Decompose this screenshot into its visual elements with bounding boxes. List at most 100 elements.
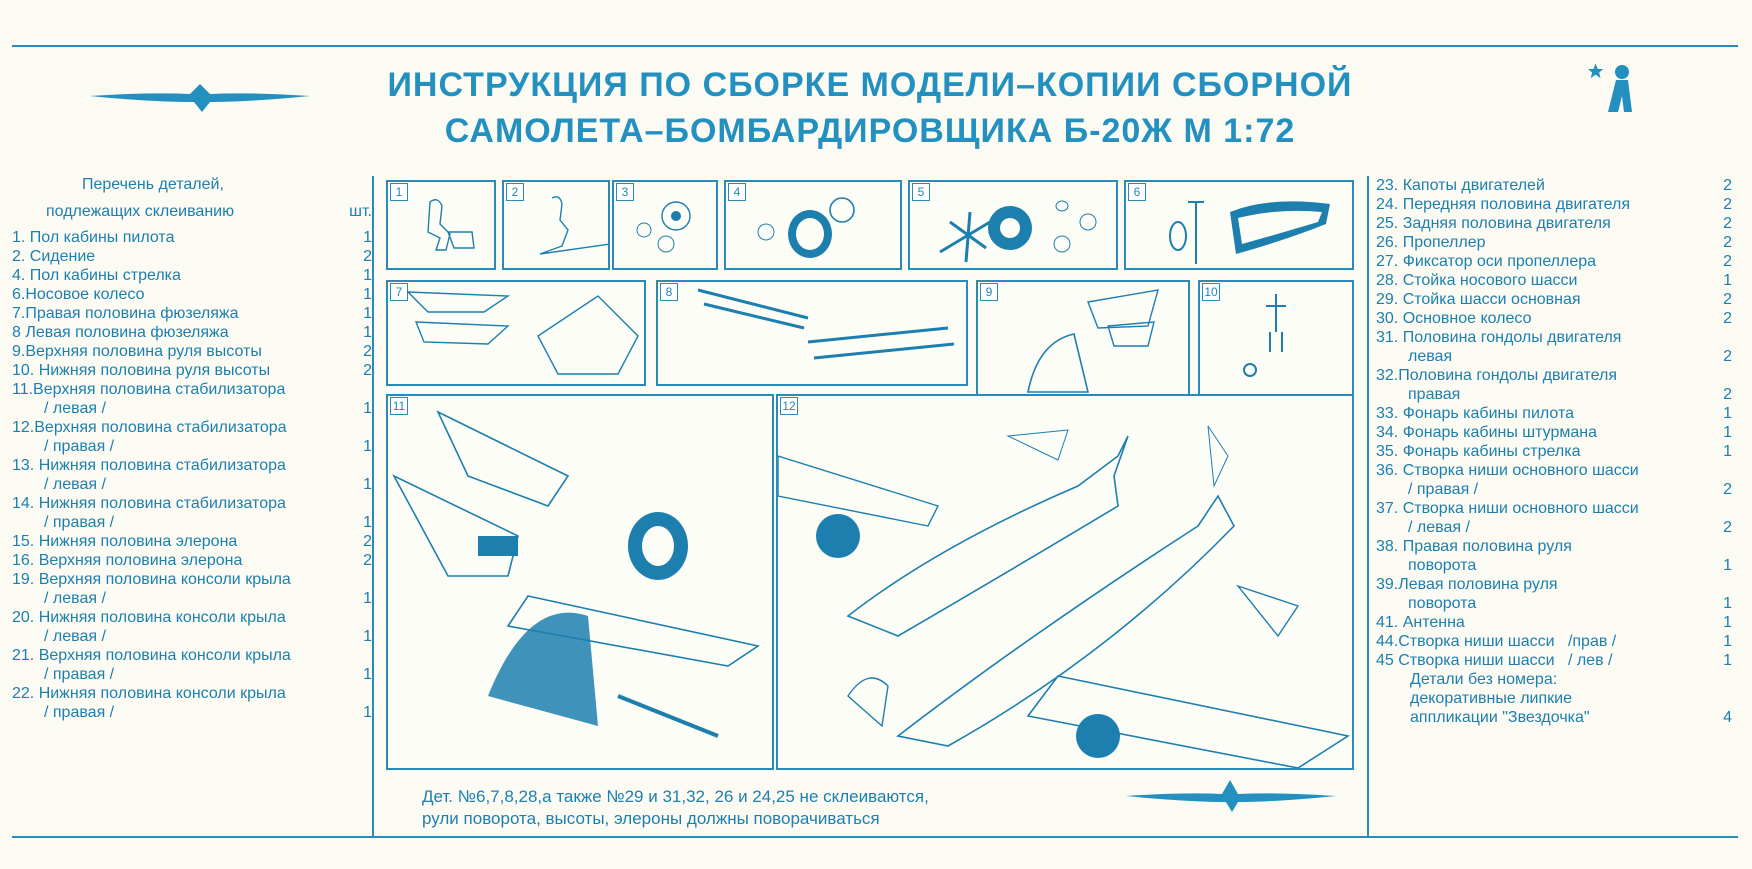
list-item-continuation: / левая /1 (12, 627, 372, 646)
part-qty: 2 (1723, 386, 1732, 403)
part-qty: 1 (363, 628, 372, 645)
part-label: 2. Сидение (12, 248, 96, 265)
list-item: 22. Нижняя половина консоли крыла/ права… (12, 684, 372, 722)
part-label: 8 Левая половина фюзеляжа (12, 324, 229, 341)
list-item-continuation: / правая /1 (12, 665, 372, 684)
list-item-continuation: / левая /2 (1376, 518, 1732, 537)
part-label: 37. Створка ниши основного шасси (1376, 500, 1639, 517)
list-item: 4. Пол кабины стрелка 1 (12, 266, 372, 285)
part-qty: 2 (1723, 253, 1732, 270)
nose-gear-icon (1243, 294, 1286, 377)
part-qty: 2 (363, 533, 372, 550)
part-label-continuation: / левая / (44, 590, 106, 607)
panel-number: 1 (390, 183, 408, 201)
list-item: 36. Створка ниши основного шасси/ правая… (1376, 461, 1732, 499)
panel-number: 12 (780, 397, 798, 415)
panel-5: 5 (908, 180, 1118, 270)
part-label: 21. Верхняя половина консоли крыла (12, 647, 291, 664)
part-qty: 1 (363, 229, 372, 246)
part-qty: 2 (1723, 234, 1732, 251)
panel-2: 2 (502, 180, 610, 270)
part-qty: 1 (1723, 652, 1732, 669)
top-rule (12, 45, 1738, 47)
left-items: 1. Пол кабины пилота 1 2. Сидение 2 4. Пол к… (12, 228, 372, 722)
part-label: 35. Фонарь кабины стрелка (1376, 443, 1581, 460)
list-item: 26. Пропеллер 2 (1376, 233, 1732, 252)
part-label: 36. Створка ниши основного шасси (1376, 462, 1639, 479)
part-qty: 2 (1723, 196, 1732, 213)
panel-number: 5 (912, 183, 930, 201)
part-label: 7.Правая половина фюзеляжа (12, 305, 239, 322)
list-item: 1. Пол кабины пилота 1 (12, 228, 372, 247)
part-qty: 2 (363, 362, 372, 379)
part-qty: 2 (1723, 348, 1732, 365)
list-item-continuation: / левая /1 (12, 475, 372, 494)
part-label: 45 Створка ниши шасси / лев / (1376, 652, 1613, 669)
part-label: 4. Пол кабины стрелка (12, 267, 181, 284)
part-label-continuation: поворота (1408, 557, 1477, 574)
engine-assembly-icon (757, 197, 855, 258)
list-header-line-1: Перечень деталей, (82, 176, 224, 193)
panel-number: 3 (616, 183, 634, 201)
list-item: 28. Стойка носового шасси 1 (1376, 271, 1732, 290)
panel-number: 2 (506, 183, 524, 201)
part-qty: 1 (363, 514, 372, 531)
part-label-continuation: / правая / (44, 666, 115, 683)
part-label: 16. Верхняя половина элерона (12, 552, 243, 569)
part-label: 38. Правая половина руля (1376, 538, 1572, 555)
nacelle-icon (1169, 201, 1330, 264)
part-label: 26. Пропеллер (1376, 234, 1486, 251)
title-line-2: САМОЛЕТА–БОМБАРДИРОВЩИКА Б-20Ж М 1:72 (444, 112, 1296, 150)
part-label: 29. Стойка шасси основная (1376, 291, 1581, 308)
list-header-line-2: подлежащих склеиванию (46, 203, 235, 220)
part-qty: 1 (363, 590, 372, 607)
list-item: 16. Верхняя половина элерона 2 (12, 551, 372, 570)
part-qty: 1 (363, 267, 372, 284)
part-qty: 1 (1723, 614, 1732, 631)
footer-line-3: аппликации "Звездочка" 4 (1410, 709, 1732, 726)
right-column-divider (1367, 176, 1369, 836)
list-item-continuation: / правая /1 (12, 513, 372, 532)
part-qty: 2 (363, 343, 372, 360)
list-item-line: 12.Верхняя половина стабилизатора (12, 418, 372, 437)
plane-silhouette-bottom-icon (1126, 780, 1336, 812)
parts-list-left: Перечень деталей, подлежащих склеиванию … (12, 176, 372, 722)
part-label: 19. Верхняя половина консоли крыла (12, 571, 291, 588)
list-item: 21. Верхняя половина консоли крыла/ прав… (12, 646, 372, 684)
panel-7: 7 (386, 280, 646, 386)
part-qty: 1 (363, 476, 372, 493)
part-label: 39.Левая половина руля (1376, 576, 1558, 593)
list-item-line: 31. Половина гондолы двигателя (1376, 328, 1732, 347)
part-qty: 2 (363, 552, 372, 569)
part-label: 1. Пол кабины пилота (12, 229, 175, 246)
panel-number: 11 (390, 397, 408, 415)
panel-number: 8 (660, 283, 678, 301)
part-label: 28. Стойка носового шасси (1376, 272, 1578, 289)
part-qty: 1 (363, 286, 372, 303)
list-item-line: 20. Нижняя половина консоли крыла (12, 608, 372, 627)
panel-1: 1 (386, 180, 496, 270)
part-label: 24. Передняя половина двигателя (1376, 196, 1631, 213)
part-label: 15. Нижняя половина элерона (12, 533, 238, 550)
list-item: 11.Верхняя половина стабилизатора/ левая… (12, 380, 372, 418)
brand-logo-icon (1587, 63, 1632, 112)
propeller-icon (939, 200, 1097, 263)
part-qty: 1 (1723, 272, 1732, 289)
part-label-continuation: / правая / (44, 704, 115, 721)
part-qty: 1 (363, 400, 372, 417)
list-item: 45 Створка ниши шасси / лев / 1 (1376, 651, 1732, 670)
panel-number: 9 (980, 283, 998, 301)
part-label: 44.Створка ниши шасси /прав / (1376, 633, 1617, 650)
engine-parts-icon (636, 201, 691, 253)
